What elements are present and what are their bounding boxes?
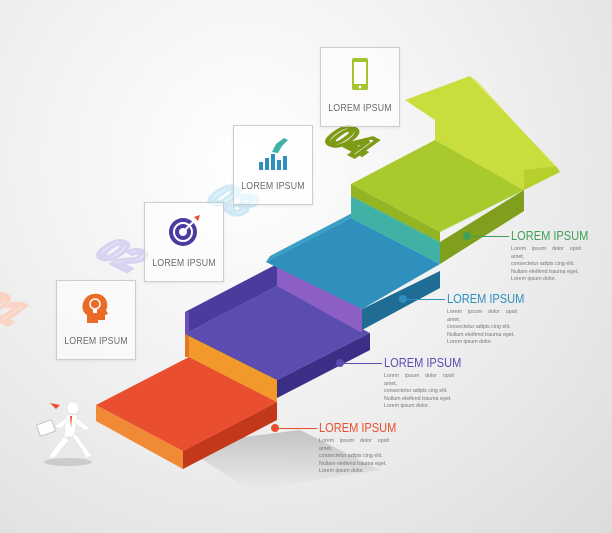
callout-3-line	[407, 299, 445, 300]
arrow-head	[405, 76, 556, 190]
target-icon	[169, 215, 200, 246]
floor-shadow	[180, 430, 380, 490]
step-2	[185, 264, 370, 398]
callout-1: LOREM IPSUM Lorem ipsum dolor opsit amet…	[319, 420, 499, 476]
callout-4: LOREM IPSUM Lorem ipsum dolor opsit amet…	[511, 228, 606, 284]
step-1-number: 01	[0, 286, 38, 331]
step-2-top	[185, 286, 370, 380]
callout-2-line	[344, 363, 382, 364]
callout-1-line	[279, 428, 317, 429]
step-1-front	[183, 402, 277, 469]
step-1-riser	[189, 335, 277, 402]
chart-hand-icon	[259, 138, 288, 170]
callout-4-body: Lorem ipsum dolor opsit amet, consectetu…	[511, 246, 581, 283]
step-4-front	[440, 190, 524, 264]
callout-4-title: LOREM IPSUM	[511, 228, 589, 243]
step-3-top	[266, 218, 440, 309]
step-1-top	[96, 357, 277, 451]
card-3-label: LOREM IPSUM	[241, 181, 305, 192]
card-1: LOREM IPSUM	[56, 280, 136, 360]
step-4	[351, 76, 560, 264]
step-1	[96, 334, 277, 469]
callout-4-line	[471, 236, 509, 237]
callout-2-body: Lorem ipsum dolor opsit amet, consectetu…	[384, 373, 454, 410]
step-1-side	[96, 405, 183, 469]
step-2-riser	[277, 264, 362, 333]
card-4-label: LOREM IPSUM	[328, 103, 392, 114]
step-4-top	[351, 140, 524, 232]
card-1-label: LOREM IPSUM	[64, 336, 128, 347]
card-4: LOREM IPSUM	[320, 47, 400, 127]
running-businessman-icon	[36, 401, 93, 466]
callout-1-title: LOREM IPSUM	[319, 420, 397, 435]
card-2-label: LOREM IPSUM	[152, 258, 216, 269]
lightbulb-head-icon	[82, 293, 108, 323]
step-3-riser	[351, 196, 440, 264]
callout-3-dot	[399, 295, 407, 303]
callout-1-dot	[271, 424, 279, 432]
card-3: LOREM IPSUM	[233, 125, 313, 205]
callout-4-dot	[463, 232, 471, 240]
callout-2: LOREM IPSUM Lorem ipsum dolor opsit amet…	[384, 355, 564, 411]
callout-3: LOREM IPSUM Lorem ipsum dolor opsit amet…	[447, 291, 612, 347]
callout-1-body: Lorem ipsum dolor opsit amet, consectetu…	[319, 438, 389, 475]
callout-2-title: LOREM IPSUM	[384, 355, 462, 370]
step-2-front	[277, 333, 370, 398]
callout-2-dot	[336, 359, 344, 367]
smartphone-icon	[352, 58, 368, 90]
card-2: LOREM IPSUM	[144, 202, 224, 282]
callout-3-body: Lorem ipsum dolor opsit amet, consectetu…	[447, 309, 517, 346]
callout-3-title: LOREM IPSUM	[447, 291, 525, 306]
